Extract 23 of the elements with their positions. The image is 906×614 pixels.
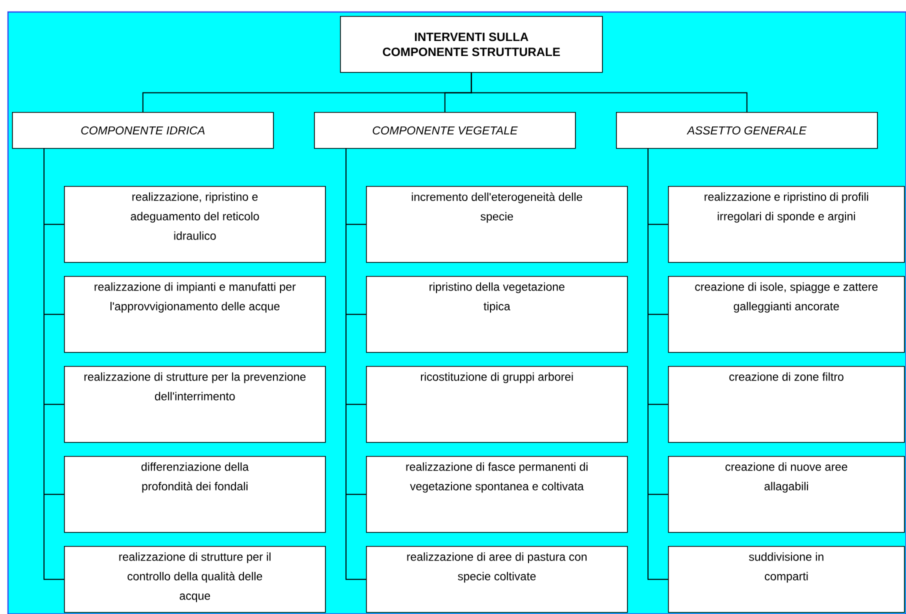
item-box: realizzazione, ripristino e adeguamento del reticolo idraulico [64,186,326,263]
connector-line [648,148,668,580]
item-box: realizzazione di fasce permanenti di vegetazione spontanea e coltivata [366,456,628,533]
item-box: realizzazione di strutture per il controllo della qualità delle acque [64,546,326,613]
item-box: creazione di nuove aree allagabili [668,456,905,533]
connector-line [470,72,748,112]
item-box: differenziazione della profondità dei fondali [64,456,326,533]
item-box: suddivisione in comparti [668,546,905,613]
item-box: realizzazione di aree di pastura con specie coltivate [366,546,628,613]
item-box: creazione di isole, spiagge e zattere galleggianti ancorate [668,276,905,353]
category-box: ASSETTO GENERALE [616,112,878,149]
item-box: realizzazione di impianti e manufatti per l'approvvigionamento delle acque [64,276,326,353]
connector-line [346,148,366,580]
connector-line [44,148,64,580]
item-box: ricostituzione di gruppi arborei [366,366,628,443]
item-box: realizzazione di strutture per la prevenzione dell'interrimento [64,366,326,443]
category-box: COMPONENTE IDRICA [12,112,274,149]
title-box: INTERVENTI SULLA COMPONENTE STRUTTURALE [340,16,603,73]
item-box: realizzazione e ripristino di profili irregolari di sponde e argini [668,186,905,263]
category-box: COMPONENTE VEGETALE [314,112,576,149]
item-box: ripristino della vegetazione tipica [366,276,628,353]
item-box: creazione di zone filtro [668,366,905,443]
item-box: incremento dell'eterogeneità delle specie [366,186,628,263]
